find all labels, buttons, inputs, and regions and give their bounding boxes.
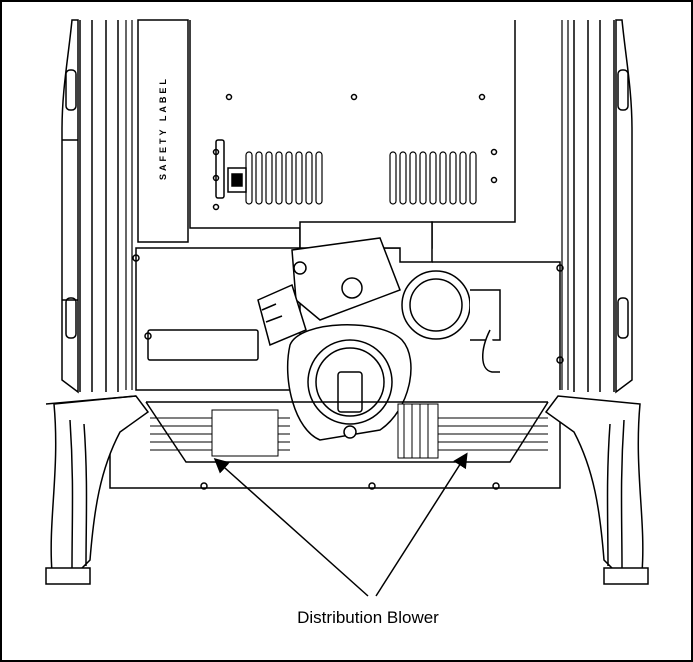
callout-arrow-right <box>375 452 468 597</box>
callout-label-distribution-blower: Distribution Blower <box>297 608 439 627</box>
exhaust-pipe <box>401 270 501 373</box>
safety-label-panel: SAFETY LABEL <box>137 19 189 243</box>
left-blower-fins <box>150 409 290 457</box>
left-leg <box>45 395 150 585</box>
safety-label-text: SAFETY LABEL <box>158 76 168 180</box>
lower-chassis <box>132 247 564 391</box>
right-vent-louvers <box>389 151 477 205</box>
combustion-blower <box>257 221 433 347</box>
right-leg <box>544 395 649 585</box>
inner-rails <box>125 20 569 390</box>
callout-arrow-left <box>213 457 369 597</box>
callout-arrows <box>213 452 468 597</box>
left-side-panel <box>61 19 119 394</box>
blower-housing <box>286 324 412 441</box>
power-socket <box>215 139 247 199</box>
right-side-panel <box>573 19 633 394</box>
back-panel <box>189 20 516 249</box>
right-blower-fins <box>397 403 548 459</box>
